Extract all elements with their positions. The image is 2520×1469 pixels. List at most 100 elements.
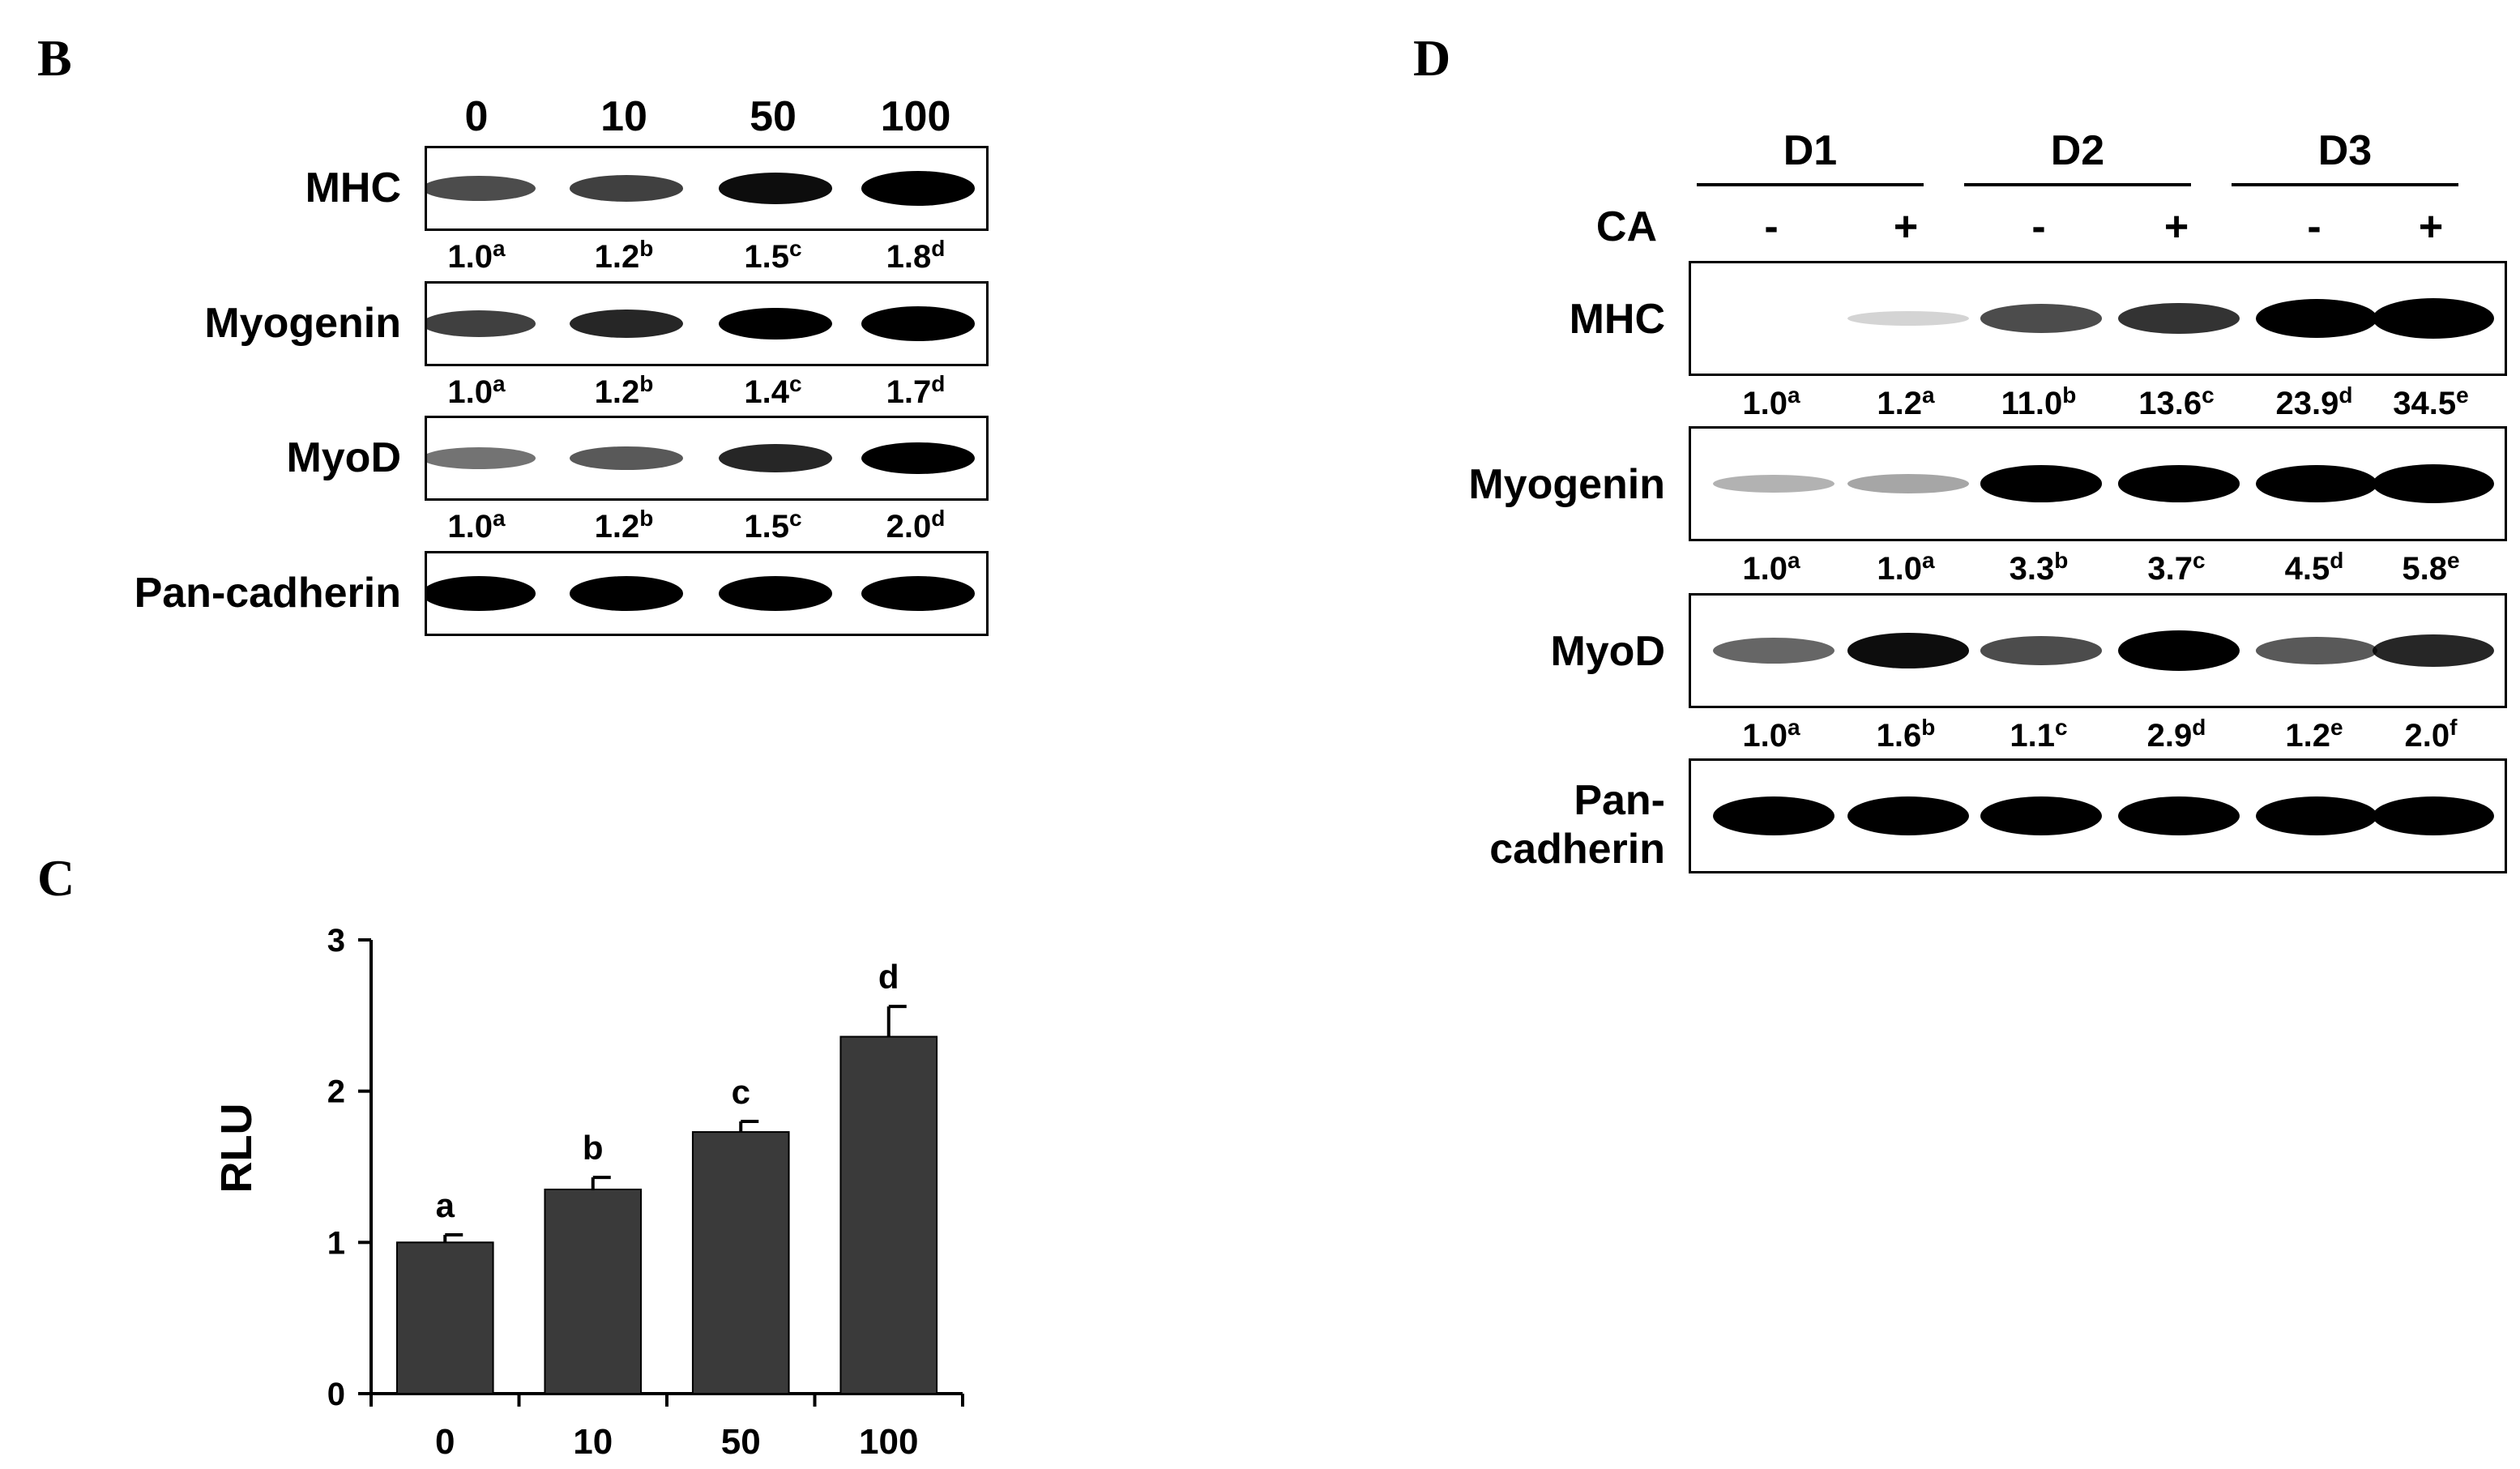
significance-letter: b <box>639 371 654 396</box>
protein-band <box>2373 796 2494 836</box>
x-tick-label: 10 <box>573 1422 613 1462</box>
quant-value: 1.0 <box>1877 551 1923 587</box>
band-quantification: 1.0a <box>1698 384 1844 421</box>
band-quantification: 23.9d <box>2241 384 2387 421</box>
significance-letter: c <box>789 506 802 531</box>
group-header: D2 <box>2050 127 2105 174</box>
quant-value: 1.0 <box>1742 386 1788 421</box>
protein-band <box>1980 465 2102 502</box>
band-quantification: 1.2b <box>551 237 697 275</box>
significance-letter: c <box>2055 715 2068 740</box>
row-label: cadherin <box>1489 826 1665 873</box>
blot-strip <box>1689 758 2507 873</box>
significance-letter: a <box>1787 382 1800 408</box>
quant-value: 3.7 <box>2147 551 2193 587</box>
significance-letter: a <box>493 506 506 531</box>
treatment-sign: - <box>2307 203 2321 250</box>
protein-band <box>2256 796 2377 836</box>
treatment-sign: - <box>1764 203 1779 250</box>
quant-value: 1.1 <box>2010 718 2056 754</box>
quant-value: 1.2 <box>594 239 640 275</box>
group-underline <box>1697 183 1924 186</box>
quant-value: 13.6 <box>2138 386 2202 421</box>
protein-band <box>861 442 975 475</box>
panel-c-letter: C <box>37 849 75 907</box>
significance-letter: d <box>2192 715 2206 740</box>
significance-letter: b <box>583 1129 604 1167</box>
quant-value: 1.7 <box>886 374 932 410</box>
band-quantification: 1.5c <box>700 507 846 544</box>
row-label: MyoD <box>1550 628 1665 675</box>
significance-letter: a <box>1787 548 1800 573</box>
significance-letter: d <box>2330 548 2344 573</box>
group-underline <box>2232 183 2458 186</box>
band-quantification: 1.0a <box>404 237 549 274</box>
quant-value: 1.0 <box>1742 718 1788 754</box>
band-quantification: 2.0d <box>843 507 989 544</box>
row-label: MyoD <box>286 434 401 481</box>
treatment-label: CA <box>1595 203 1657 250</box>
protein-band <box>861 306 975 341</box>
protein-band <box>1847 310 1969 327</box>
band-quantification: 4.5d <box>2241 549 2387 586</box>
band-quantification: 1.7d <box>843 373 989 410</box>
significance-letter: b <box>2062 382 2077 408</box>
protein-band <box>719 443 832 473</box>
protein-band <box>719 173 832 204</box>
significance-letter: a <box>493 371 506 396</box>
significance-letter: d <box>878 958 899 996</box>
y-axis-label: RLU <box>212 1104 261 1194</box>
quant-value: 1.5 <box>744 239 790 275</box>
band-quantification: 1.2b <box>551 507 697 544</box>
protein-band <box>2118 796 2240 836</box>
row-label: Pan-cadherin <box>134 570 401 617</box>
protein-band <box>427 310 536 337</box>
band-quantification: 1.0a <box>1698 716 1844 754</box>
quant-value: 1.5 <box>744 509 790 544</box>
band-quantification: 1.0a <box>404 373 549 409</box>
band-quantification: 3.3b <box>1966 549 2112 586</box>
quant-value: 1.0 <box>1742 551 1788 587</box>
x-tick-label: 50 <box>721 1422 761 1462</box>
protein-band <box>2256 298 2377 339</box>
protein-band <box>2118 302 2240 335</box>
protein-band <box>1980 636 2102 665</box>
protein-band <box>2373 298 2494 339</box>
band-quantification: 1.4c <box>700 373 846 410</box>
protein-band <box>1847 474 1969 493</box>
blot-strip <box>425 551 989 636</box>
row-label: Myogenin <box>204 300 401 347</box>
significance-letter: e <box>2456 382 2469 408</box>
significance-letter: f <box>2450 715 2458 740</box>
treatment-sign: + <box>1893 203 1919 250</box>
quant-value: 1.4 <box>744 374 790 410</box>
protein-band <box>1980 304 2102 333</box>
protein-band <box>2256 464 2377 503</box>
protein-band <box>1980 796 2102 836</box>
quant-value: 1.2 <box>2285 718 2331 754</box>
quant-value: 23.9 <box>2275 386 2339 421</box>
significance-letter: c <box>2193 548 2206 573</box>
band-quantification: 1.0a <box>1698 549 1844 587</box>
quant-value: 2.0 <box>886 509 932 544</box>
protein-band <box>719 307 832 340</box>
band-quantification: 11.0b <box>1966 384 2112 421</box>
protein-band <box>861 171 975 206</box>
quant-value: 1.2 <box>1877 386 1923 421</box>
quant-value: 11.0 <box>2001 386 2063 421</box>
blot-strip <box>1689 593 2507 708</box>
blot-strip <box>425 146 989 231</box>
y-tick-label: 2 <box>327 1074 345 1110</box>
blot-strip <box>425 281 989 366</box>
significance-letter: c <box>2202 382 2215 408</box>
protein-band <box>570 446 683 471</box>
band-quantification: 34.5e <box>2358 384 2504 421</box>
protein-band <box>2118 465 2240 502</box>
quant-value: 34.5 <box>2393 386 2457 421</box>
band-quantification: 1.5c <box>700 237 846 275</box>
lane-header: 50 <box>750 93 797 140</box>
treatment-sign: + <box>2418 203 2444 250</box>
quant-value: 2.9 <box>2146 718 2193 754</box>
group-header: D1 <box>1783 127 1838 174</box>
